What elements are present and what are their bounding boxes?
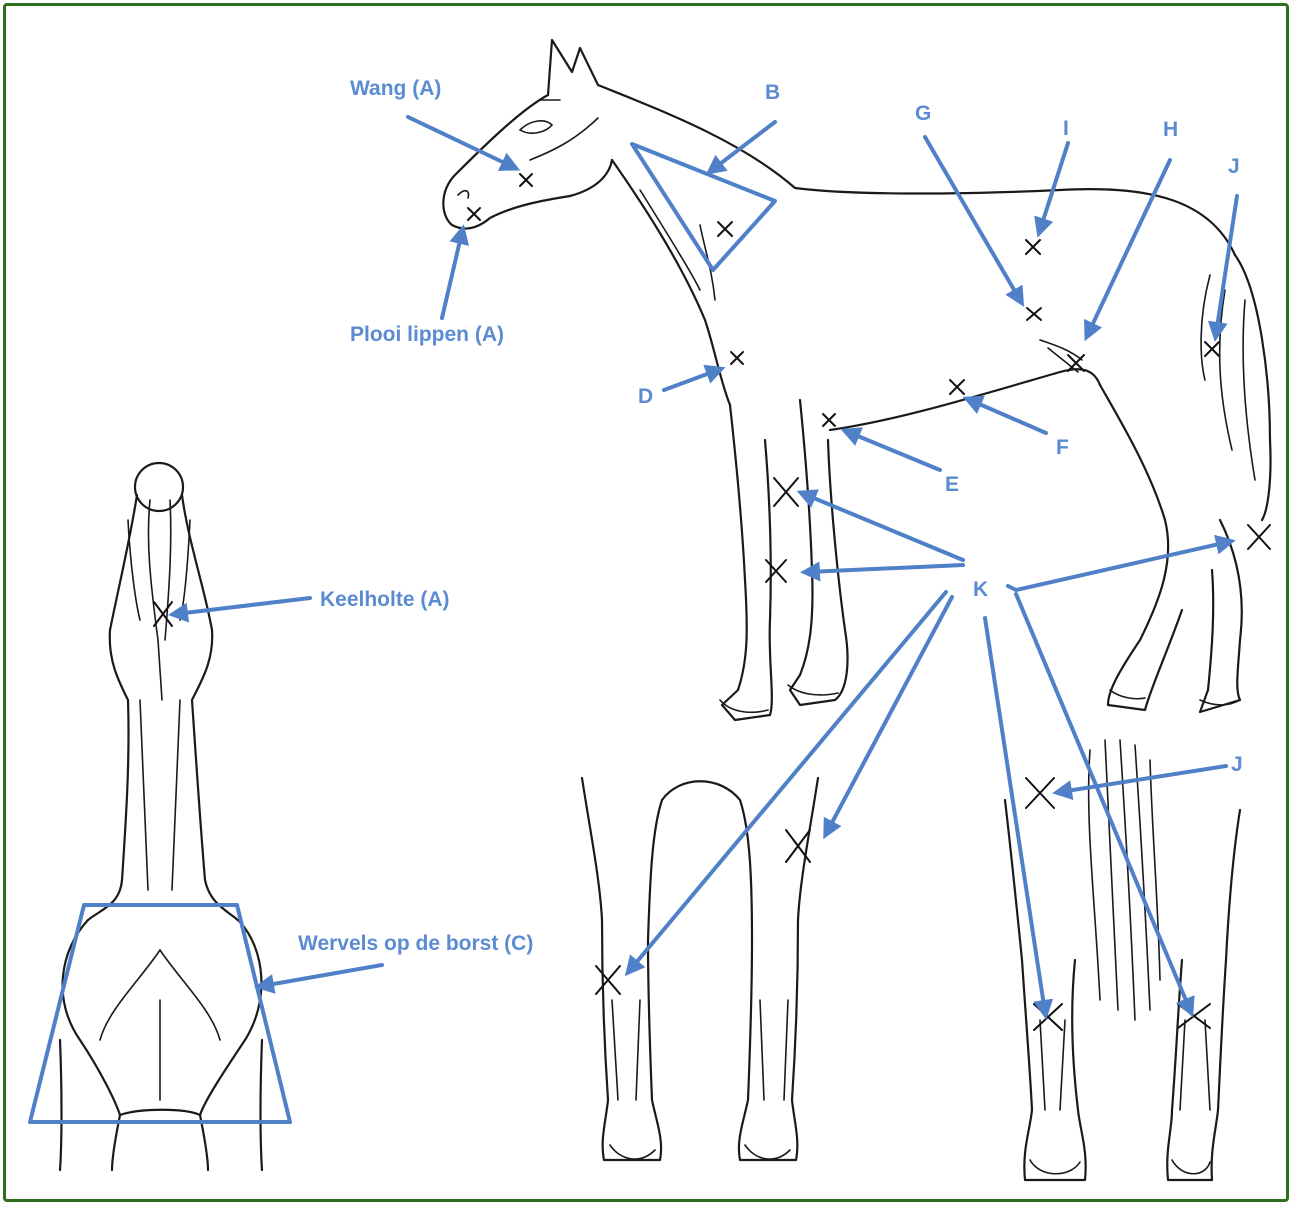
arrow-wang bbox=[408, 117, 513, 167]
label-h: H bbox=[1163, 118, 1178, 141]
arrow-h bbox=[1088, 160, 1170, 334]
arrow-k-2 bbox=[808, 565, 963, 572]
label-plooi-lippen: Plooi lippen (A) bbox=[350, 323, 504, 346]
label-k: K bbox=[973, 578, 988, 601]
label-keelholte: Keelholte (A) bbox=[320, 588, 450, 611]
arrow-k-1 bbox=[804, 494, 963, 560]
arrow-keelholte bbox=[176, 598, 310, 614]
horse-front-view bbox=[60, 463, 262, 1170]
arrow-i bbox=[1040, 143, 1068, 230]
label-e: E bbox=[945, 473, 959, 496]
horse-side-view bbox=[443, 40, 1270, 720]
label-f: F bbox=[1056, 436, 1069, 459]
label-g: G bbox=[915, 102, 931, 125]
arrow-k-4 bbox=[630, 592, 946, 970]
label-wervels: Wervels op de borst (C) bbox=[298, 932, 533, 955]
arrow-plooi bbox=[442, 232, 462, 318]
arrow-g bbox=[925, 137, 1020, 300]
label-wang: Wang (A) bbox=[350, 77, 441, 100]
arrow-b bbox=[712, 122, 775, 170]
arrow-e bbox=[848, 432, 940, 470]
label-i: I bbox=[1063, 117, 1069, 140]
arrow-f bbox=[970, 400, 1046, 433]
label-d: D bbox=[638, 385, 653, 408]
hind-legs-view bbox=[1005, 740, 1240, 1180]
label-j-top: J bbox=[1228, 155, 1240, 178]
label-j-bottom: J bbox=[1231, 753, 1243, 776]
arrow-wervels bbox=[262, 965, 382, 986]
arrow-j-top bbox=[1216, 196, 1237, 334]
arrow-k-6 bbox=[985, 618, 1045, 1012]
arrow-k-3 bbox=[1008, 542, 1228, 590]
arrow-j-bottom bbox=[1060, 766, 1226, 792]
label-b: B bbox=[765, 81, 780, 104]
front-legs-view bbox=[582, 778, 818, 1160]
arrow-d bbox=[664, 370, 718, 390]
